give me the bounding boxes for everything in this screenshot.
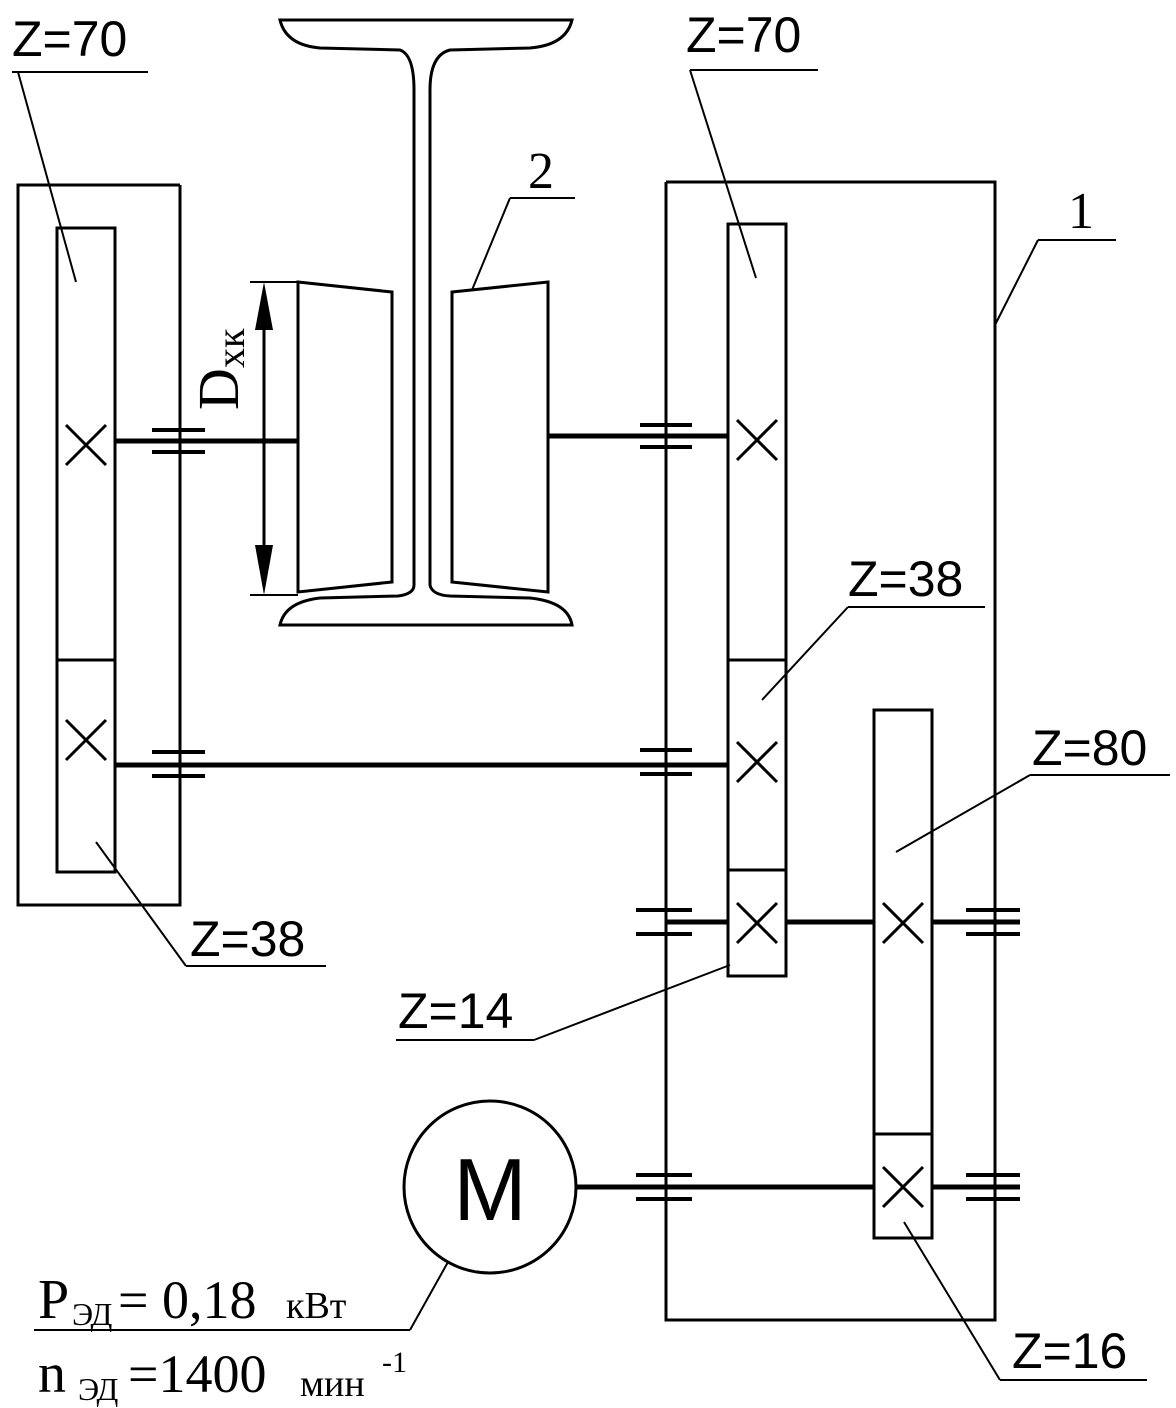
rail-wheel [296, 280, 550, 594]
leader-lines [12, 69, 1170, 1381]
label-part-1: 1 [1068, 183, 1094, 240]
motor-symbol: M [402, 1099, 578, 1275]
speed-subscript: ЭД [78, 1371, 118, 1407]
power-symbol: P [38, 1269, 69, 1331]
label-z70-right: Z=70 [686, 7, 801, 63]
power-subscript: ЭД [72, 1296, 112, 1332]
gear-z16 [872, 1132, 934, 1240]
power-value: = 0,18 [118, 1270, 256, 1330]
speed-symbol: n [38, 1343, 66, 1405]
upper-shaft [115, 423, 728, 454]
speed-unit: мин [300, 1363, 365, 1405]
rail-i-beam [278, 18, 574, 627]
left-gear-z70 [55, 226, 117, 662]
right-gear-z14 [726, 868, 788, 978]
speed-exponent: -1 [382, 1346, 407, 1379]
intermediate-shaft [636, 908, 1020, 936]
right-housing [664, 180, 997, 1322]
label-z70-left: Z=70 [12, 11, 127, 67]
motor-speed-spec: n ЭД =1400 мин -1 [38, 1343, 407, 1407]
left-gear-z38 [55, 658, 117, 874]
motor-label: M [453, 1140, 526, 1239]
speed-value: =1400 [128, 1344, 266, 1404]
wheel-diameter-dimension [250, 281, 298, 596]
label-z14: Z=14 [398, 983, 513, 1039]
label-diameter-main: D [186, 368, 251, 410]
label-diameter-sub: хк [208, 328, 253, 368]
label-z38-right: Z=38 [848, 551, 963, 607]
power-unit: кВт [286, 1285, 347, 1327]
gear-z80 [872, 708, 934, 1136]
label-z38-left: Z=38 [190, 911, 305, 967]
lower-long-shaft [115, 748, 728, 778]
right-gear-z70 [726, 222, 788, 662]
label-diameter: D хк [186, 328, 253, 410]
motor-power-spec: P ЭД = 0,18 кВт [38, 1269, 347, 1332]
label-z80: Z=80 [1032, 720, 1147, 776]
label-z16: Z=16 [1012, 1323, 1127, 1379]
right-gear-z38 [726, 658, 788, 872]
label-part-2: 2 [528, 143, 554, 200]
motor-shaft [576, 1173, 1020, 1201]
